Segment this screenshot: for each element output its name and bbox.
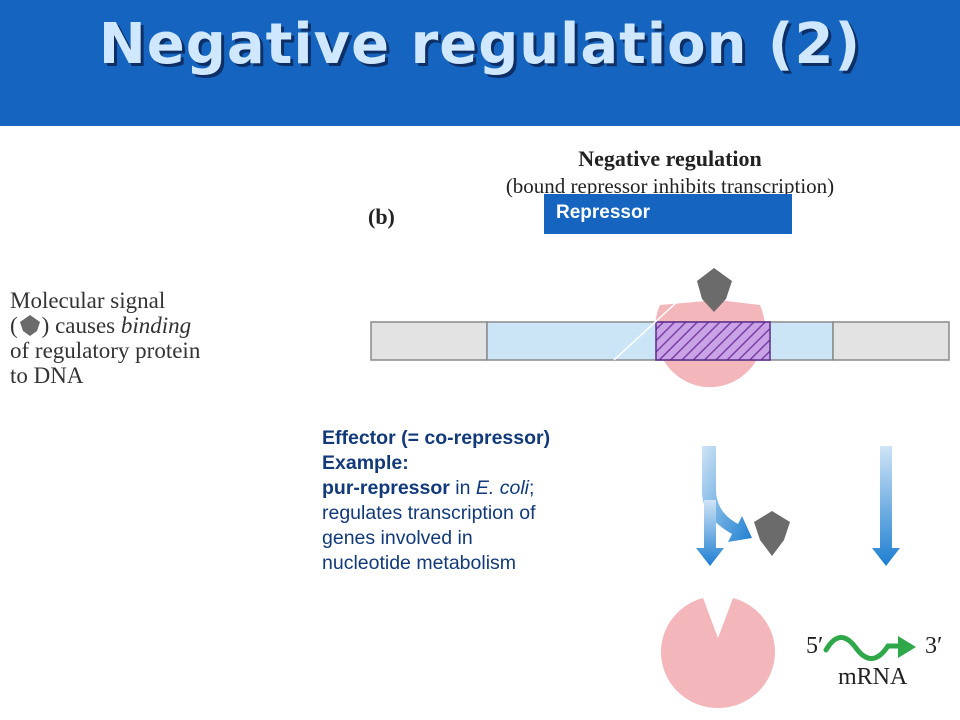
mrna-three-prime: 3′ [925,633,943,659]
down-arrow-left [696,500,724,566]
panel-label: (b) [368,204,395,229]
down-arrow-right [872,446,900,566]
in-text: in [449,477,476,499]
effector-pentagon-icon [19,315,40,336]
pur-repressor-text: pur-repressor [322,477,450,499]
side-caption: Molecular signal ( ) causes binding of re… [10,288,280,388]
effector-description: Effector (= co-repressor) Example: pur-r… [322,426,652,576]
desc-line-5: genes involved in [322,527,473,549]
free-repressor [661,598,775,709]
caption-line-2: ( ) causes binding [10,313,280,338]
slide-title: Negative regulation (2) [98,12,862,77]
released-effector-icon [754,511,790,556]
figure-title: Negative regulation [578,146,762,171]
repressor-label: Repressor [556,202,650,223]
desc-line-6: nucleotide metabolism [322,552,517,574]
caption-paren-open: ( [10,313,18,338]
mrna-strand [823,635,903,661]
caption-causes: ) causes [41,313,121,338]
effector-heading: Effector (= co-repressor) [322,427,551,449]
example-label: Example: [322,452,409,474]
semicolon-text: ; [529,477,535,499]
mrna-five-prime: 5′ [806,633,824,659]
caption-binding: binding [120,313,192,338]
caption-line-1: Molecular signal [10,288,166,313]
mrna-label: mRNA [838,664,908,690]
caption-line-3: of regulatory protein [10,338,201,363]
mrna-arrowhead-icon [898,636,916,658]
ecoli-text: E. coli [475,477,529,499]
desc-line-4: regulates transcription of [322,502,536,524]
dna-strand [370,321,950,361]
caption-line-4: to DNA [10,363,84,388]
title-bar [0,0,960,126]
callout-line-diagonal [613,289,691,361]
repressor-callout: Repressor [544,194,792,234]
operator-site [655,321,771,361]
example-line: pur-repressor in E. coli; [322,476,652,501]
bound-effector-icon [697,268,732,312]
